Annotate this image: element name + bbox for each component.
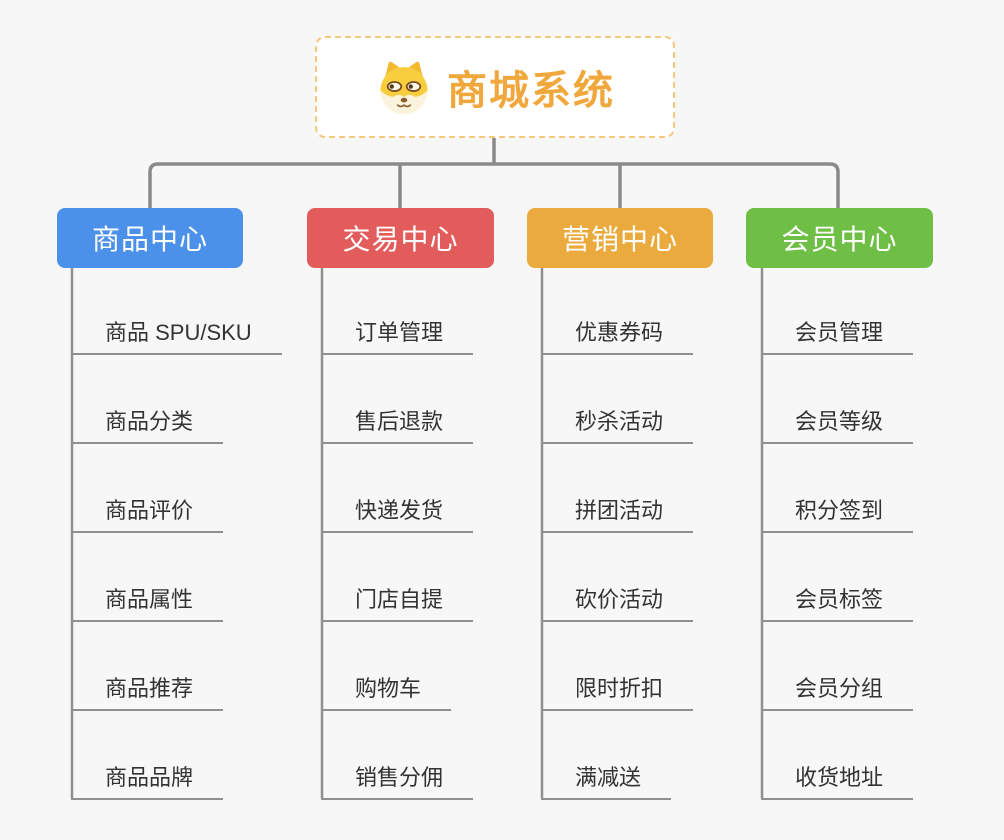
leaf-node[interactable]: 商品推荐 <box>71 674 224 711</box>
leaf-node[interactable]: 优惠券码 <box>541 318 694 355</box>
leaf-node[interactable]: 商品评价 <box>71 496 224 533</box>
branch-node-member-center[interactable]: 会员中心 <box>746 208 933 268</box>
leaf-node[interactable]: 商品属性 <box>71 585 224 622</box>
leaf-node[interactable]: 购物车 <box>321 674 452 711</box>
leaf-node[interactable]: 门店自提 <box>321 585 474 622</box>
branch-label: 商品中心 <box>91 224 208 255</box>
leaf-node[interactable]: 收货地址 <box>761 763 914 800</box>
dog-face-icon <box>380 61 428 115</box>
leaf-node[interactable]: 限时折扣 <box>541 674 694 711</box>
leaf-node[interactable]: 商品 SPU/SKU <box>71 318 282 355</box>
leaf-node[interactable]: 快递发货 <box>321 496 474 533</box>
leaf-node[interactable]: 售后退款 <box>321 407 474 444</box>
leaf-node[interactable]: 秒杀活动 <box>541 407 694 444</box>
leaf-node[interactable]: 会员标签 <box>761 585 914 622</box>
leaf-node[interactable]: 积分签到 <box>761 496 914 533</box>
leaf-node[interactable]: 砍价活动 <box>541 585 694 622</box>
leaf-node[interactable]: 会员分组 <box>761 674 914 711</box>
root-title: 商城系统 <box>447 69 615 113</box>
leaf-node[interactable]: 商品分类 <box>71 407 224 444</box>
branch-node-product-center[interactable]: 商品中心 <box>57 208 243 268</box>
leaf-node[interactable]: 会员等级 <box>761 407 914 444</box>
leaf-node[interactable]: 满减送 <box>541 763 672 800</box>
leaf-node[interactable]: 会员管理 <box>761 318 914 355</box>
branch-node-trade-center[interactable]: 交易中心 <box>307 208 494 268</box>
leaf-node[interactable]: 订单管理 <box>321 318 474 355</box>
leaf-node[interactable]: 销售分佣 <box>321 763 474 800</box>
branch-node-marketing-center[interactable]: 营销中心 <box>527 208 713 268</box>
root-node[interactable]: 商城系统 <box>315 36 675 138</box>
branch-label: 会员中心 <box>781 224 898 255</box>
leaf-node[interactable]: 拼团活动 <box>541 496 694 533</box>
leaf-node[interactable]: 商品品牌 <box>71 763 224 800</box>
branch-label: 交易中心 <box>342 224 459 255</box>
branch-label: 营销中心 <box>561 224 678 255</box>
